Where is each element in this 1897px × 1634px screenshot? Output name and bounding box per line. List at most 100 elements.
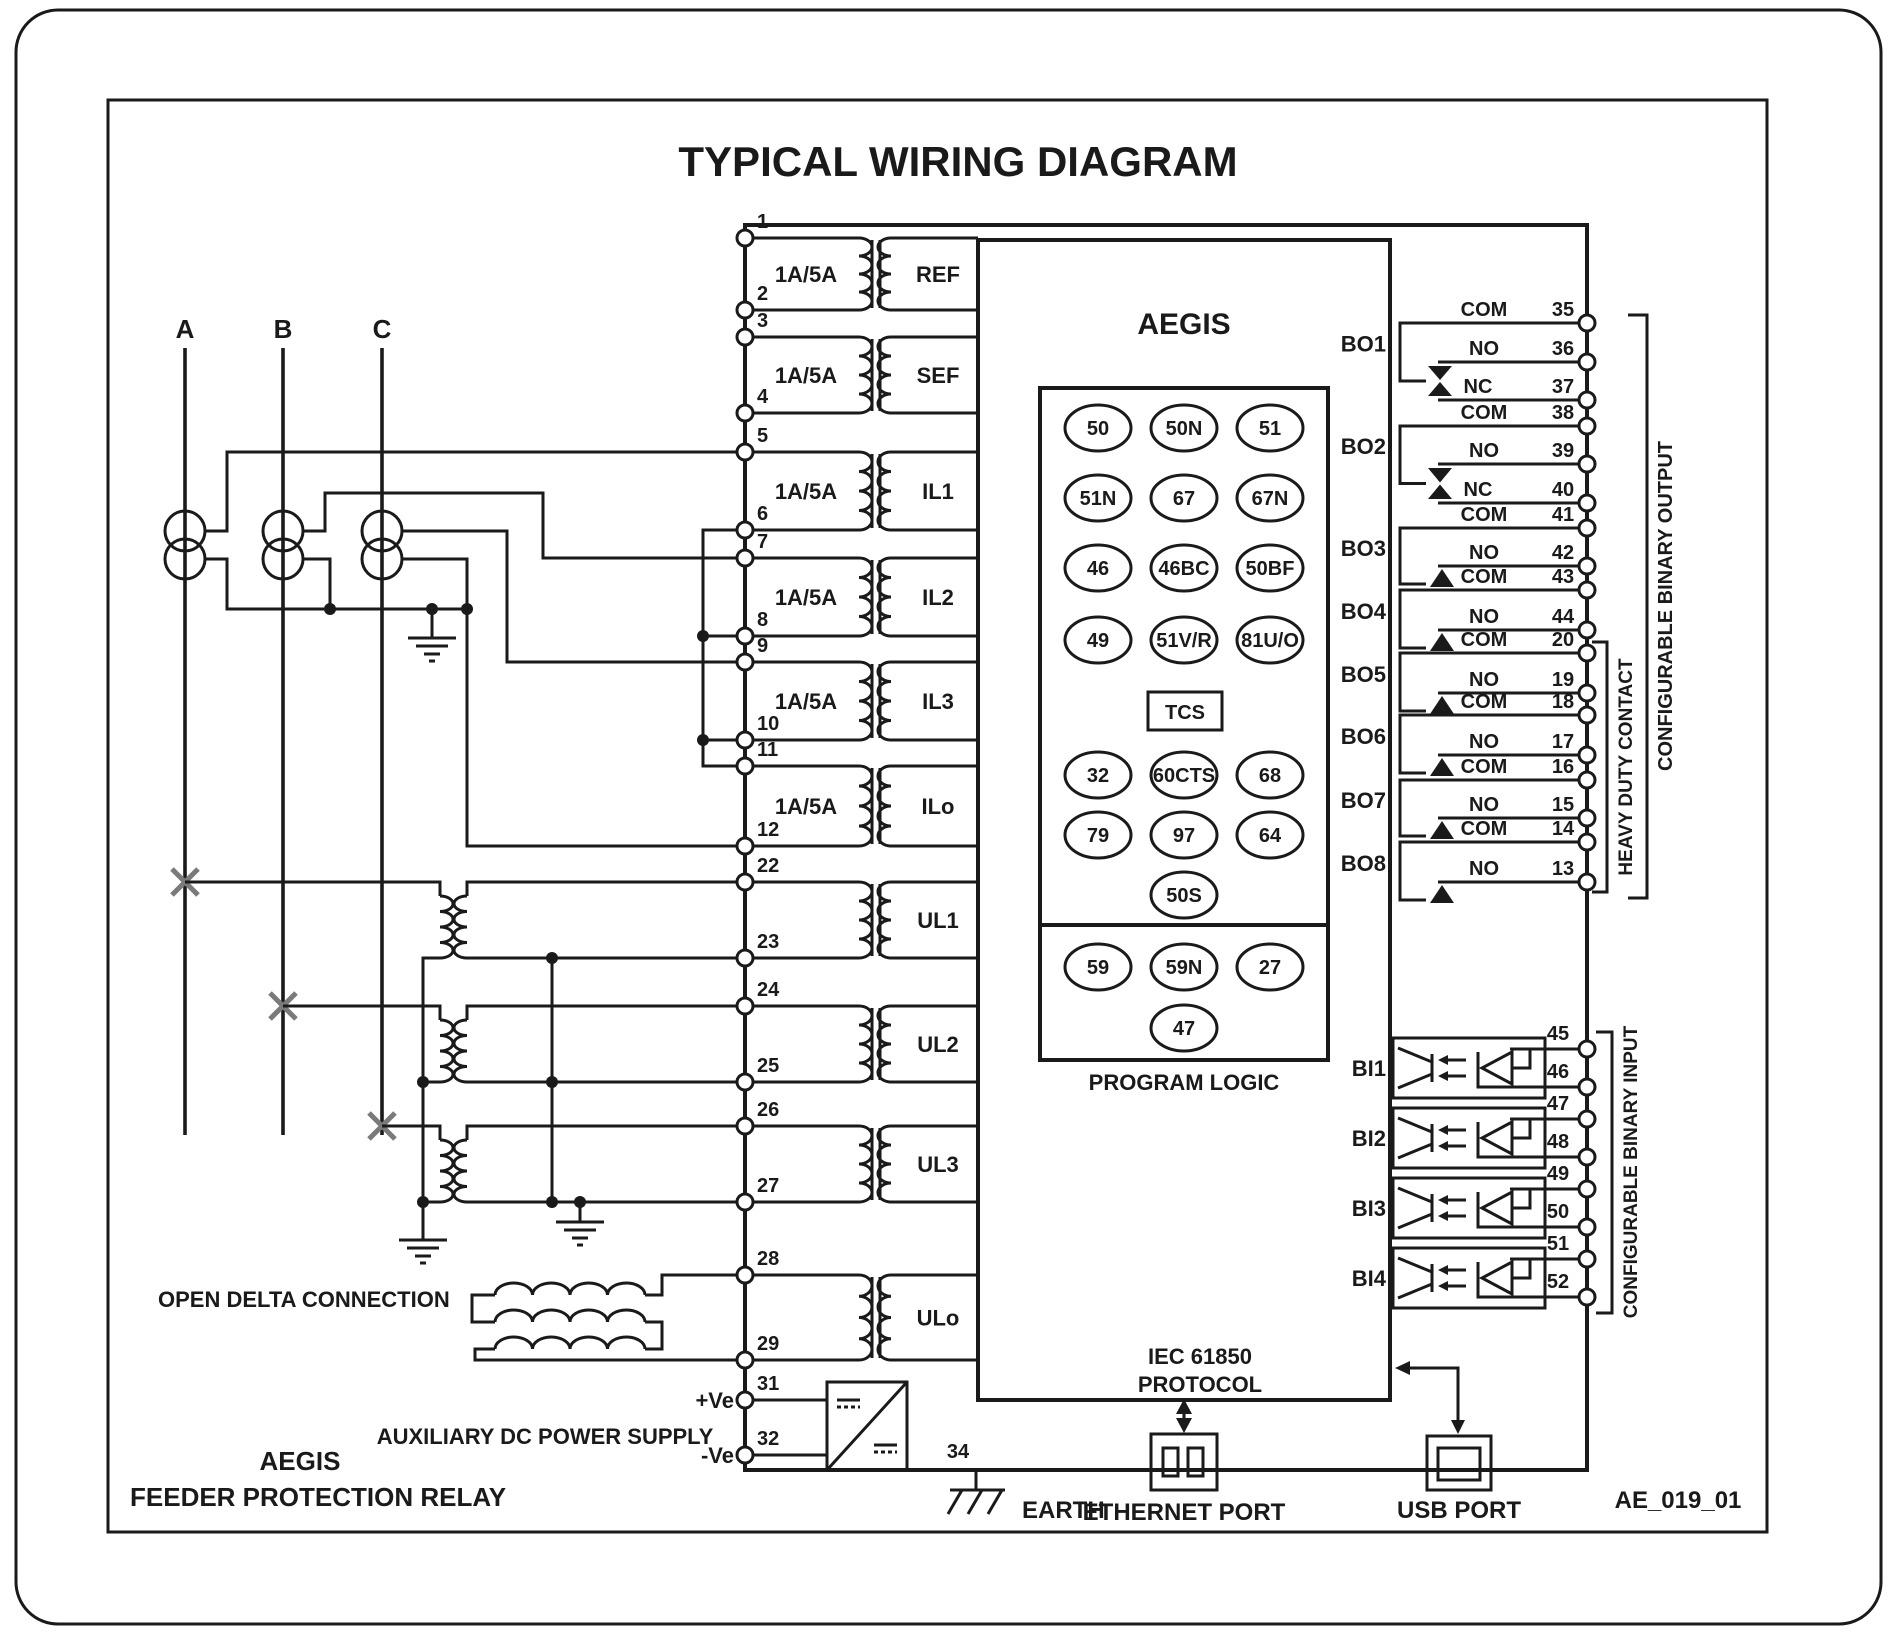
led-diode [1476,1049,1532,1089]
vt-primary-ground-icon [399,1238,447,1265]
function-code: 49 [1087,630,1109,652]
terminal [735,1116,755,1136]
contact-arrow-up [1430,569,1454,587]
open-delta-label: OPEN DELTA CONNECTION [158,1287,450,1312]
ct-neutral-bus [205,557,742,848]
bi-wires [1510,1047,1580,1089]
terminal [735,1350,755,1370]
core [870,768,882,844]
function-code: 79 [1087,825,1109,847]
ethernet-arrow-icon [1176,1399,1192,1433]
ratio-label: 1A/5A [775,363,837,388]
terminal-number: 39 [1552,440,1574,462]
contact-type: NO [1469,731,1499,753]
terminal [735,1265,755,1285]
function-badge: 64 [1235,810,1305,860]
function-badge: 51V/R [1149,615,1219,665]
ethernet-port-icon [1149,1432,1219,1492]
channel-name: SEF [917,363,960,388]
program-logic-label: PROGRAM LOGIC [1089,1070,1280,1095]
bo-label: BO8 [1341,851,1386,876]
phototransistor [1397,1046,1434,1090]
com-leg [1398,424,1580,485]
vt2-secondary-coil [452,1018,468,1084]
light-arrows [1448,1198,1466,1218]
channel-name: ILo [922,794,955,819]
earth-connection: 34 EARTH [946,1441,1105,1524]
heavy-duty-bracket [1592,640,1609,894]
function-badge: 67N [1235,473,1305,523]
core [870,240,882,308]
contact-arrow-down [1428,366,1452,380]
channel-name: ULo [917,1306,960,1331]
vt-secondary-bus [550,958,582,1222]
channel-name: IL2 [922,585,954,610]
function-code: 47 [1173,1018,1195,1040]
terminal-number: 35 [1552,299,1574,321]
bo-label: BO7 [1341,788,1386,813]
terminal [735,626,755,646]
function-badge: 60CTS [1149,750,1219,800]
bi-wires [1510,1187,1580,1229]
ct-common-chain [701,528,742,768]
footer-brand: AEGIS [260,1446,341,1476]
terminal-number: 41 [1552,504,1574,526]
tcs-badge: TCS [1146,690,1224,732]
contact-arrow-down [1428,468,1452,483]
vt-secondary-leads [465,880,742,1204]
contact-arrow-up [1428,484,1452,499]
terminal [735,442,755,462]
terminal [735,730,755,750]
terminal-number: 20 [1552,629,1574,651]
function-badge: 67 [1149,473,1219,523]
vt3-secondary-coil [452,1138,468,1204]
junction-dots [324,603,709,1208]
contact-type: NO [1469,338,1499,360]
phase-a-label: A [176,314,195,344]
terminal [735,1072,755,1092]
terminal [1577,518,1597,538]
channel-name: IL3 [922,689,954,714]
optocoupler-box [1391,1106,1547,1170]
function-badge: 46BC [1149,543,1219,593]
terminal-number: 50 [1547,1201,1569,1223]
terminal-number: 5 [757,425,768,447]
terminal-number: 7 [757,531,768,553]
terminal-number: 24 [757,979,780,1001]
optocoupler-box [1391,1176,1547,1240]
terminal [735,652,755,672]
communication: IEC 61850 PROTOCOL ETHERNET PORT USB POR… [1083,1344,1522,1526]
terminal [1577,683,1597,703]
terminal [1577,313,1597,333]
core [870,1008,882,1080]
bi-wires [1510,1117,1580,1159]
light-arrows [1448,1268,1466,1288]
light-arrows [1448,1128,1466,1148]
terminal-number: 32 [757,1428,779,1450]
terminal-number: 23 [757,931,779,953]
contact-type: NO [1469,669,1499,691]
phase-conductors [183,348,384,1135]
terminal-number: 22 [757,855,779,877]
function-code: 51N [1080,488,1117,510]
channel-name: UL1 [917,908,959,933]
bi-wires [1510,1257,1580,1299]
terminal-number: 13 [1552,858,1574,880]
contact-type: COM [1461,504,1508,526]
group-brackets: CONFIGURABLE BINARY OUTPUT HEAVY DUTY CO… [1592,313,1677,1318]
footer-product: FEEDER PROTECTION RELAY [130,1482,506,1512]
terminal-number: 45 [1547,1023,1569,1045]
terminal-number: 26 [757,1099,779,1121]
optocoupler-box [1391,1246,1547,1310]
outer-border [14,8,1883,1626]
terminal [1577,493,1597,513]
terminal [1577,390,1597,410]
terminal [735,300,755,320]
ratio-label: 1A/5A [775,479,837,504]
terminal-number: 1 [757,211,768,233]
